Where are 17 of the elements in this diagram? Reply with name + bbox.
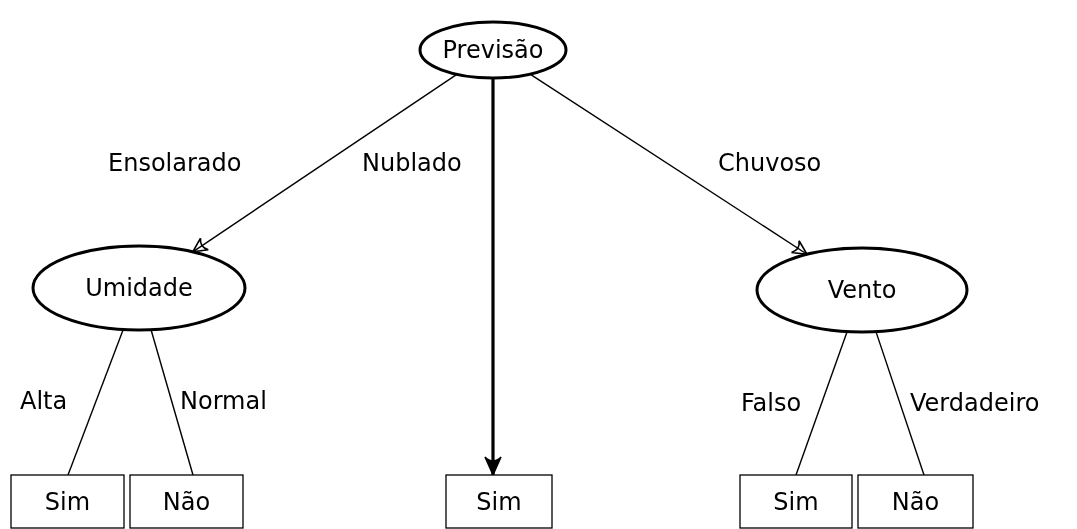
decision-ellipse (31, 244, 247, 332)
leaf-box (129, 474, 244, 529)
node-label: Previsão (442, 36, 544, 64)
node-label: Sim (476, 487, 522, 516)
node-label: Não (891, 487, 940, 516)
node-label: Sim (44, 487, 91, 516)
node-label: Vento (827, 276, 897, 304)
leaf-box (857, 474, 974, 529)
decision-ellipse (755, 246, 969, 334)
leaf-box (10, 474, 125, 529)
node-label: Umidade (85, 274, 193, 302)
leaf-box (739, 474, 853, 529)
decision-ellipse (418, 20, 568, 80)
node-label: Não (162, 487, 211, 516)
connector-line (150, 329, 194, 476)
node-label: Sim (773, 487, 819, 516)
leaf-box (445, 474, 553, 529)
